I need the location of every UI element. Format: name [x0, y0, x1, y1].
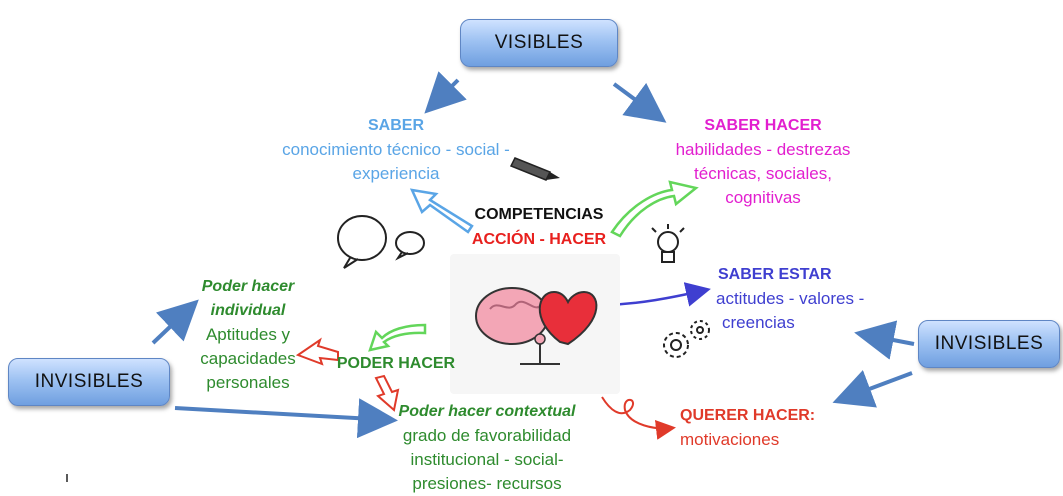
hollow-arrow-to-poder-contextual — [374, 374, 400, 412]
arrow-invisibles-to-saber-estar — [854, 320, 915, 360]
speech-bubbles-icon — [337, 215, 425, 269]
light-bulb-icon — [651, 224, 685, 263]
competencias-block: COMPETENCIAS ACCIÓN - HACER — [464, 202, 614, 252]
invisibles-left-label: INVISIBLES — [34, 371, 144, 392]
poder-contextual-line2: institucional - social- — [410, 450, 564, 469]
arrow-center-to-querer-hacer — [601, 396, 676, 440]
arrow-visibles-to-saber-hacer — [612, 82, 667, 123]
poder-individual-line1: Aptitudes y — [205, 325, 291, 344]
arrow-invisibles-to-poder-individual — [151, 299, 199, 345]
querer-hacer-block: QUERER HACER: motivaciones — [680, 404, 820, 452]
poder-individual-line3: personales — [206, 373, 290, 392]
hollow-arrow-to-saber-hacer — [610, 180, 699, 238]
saber-line1: conocimiento técnico - social - — [282, 140, 510, 159]
hollow-arrow-to-poder-individual — [295, 337, 339, 366]
saber-block: SABER conocimiento técnico - social - ex… — [266, 114, 526, 186]
saber-estar-block: SABER ESTAR actitudes - valores - creenc… — [704, 263, 894, 335]
saber-hacer-line3: cognitivas — [725, 188, 801, 207]
saber-estar-line2: creencias — [722, 313, 795, 332]
invisibles-left-callout: INVISIBLES — [8, 358, 170, 406]
arrow-invisibles-to-poder-contextual — [174, 398, 398, 439]
poder-individual-title2: individual — [210, 302, 286, 319]
poder-contextual-line3: presiones- recursos — [412, 474, 562, 493]
pencil-icon — [509, 157, 560, 181]
hollow-arrow-to-poder-hacer — [368, 323, 427, 352]
hollow-arrow-to-saber — [409, 188, 474, 234]
brain-heart-drawing — [475, 287, 598, 365]
querer-hacer-title: QUERER HACER: — [680, 407, 816, 424]
poder-individual-title1: Poder hacer — [201, 278, 295, 295]
arrow-visibles-to-saber — [424, 71, 467, 114]
visibles-callout: VISIBLES — [460, 19, 618, 67]
invisibles-right-callout: INVISIBLES — [918, 320, 1060, 368]
poder-individual-block: Poder hacer individual Aptitudes y capac… — [196, 275, 300, 395]
saber-title: SABER — [367, 117, 424, 134]
arrow-center-to-saber-estar — [604, 282, 711, 307]
saber-hacer-title: SABER HACER — [704, 117, 822, 134]
connector-arrows — [66, 71, 915, 482]
saber-estar-line1: actitudes - valores - — [716, 289, 865, 308]
poder-contextual-block: Poder hacer contextual grado de favorabi… — [392, 400, 582, 496]
competencias-title: COMPETENCIAS — [474, 206, 604, 223]
saber-line2: experiencia — [352, 164, 440, 183]
querer-hacer-line1: motivaciones — [680, 430, 780, 449]
brain-heart-illustration — [450, 254, 620, 394]
poder-contextual-line1: grado de favorabilidad — [402, 426, 572, 445]
heart-shape — [538, 290, 598, 346]
gears-icon — [663, 320, 710, 358]
poder-contextual-title: Poder hacer contextual — [398, 403, 576, 420]
saber-hacer-block: SABER HACER habilidades - destrezas técn… — [668, 114, 858, 210]
visibles-label: VISIBLES — [494, 32, 584, 53]
saber-estar-title: SABER ESTAR — [718, 266, 832, 283]
poder-individual-line2: capacidades — [200, 349, 296, 368]
poder-hacer-label: PODER HACER — [336, 355, 456, 372]
invisibles-right-label: INVISIBLES — [934, 333, 1044, 354]
saber-hacer-line1: habilidades - destrezas — [675, 140, 851, 159]
saber-hacer-line2: técnicas, sociales, — [694, 164, 832, 183]
competencias-subtitle: ACCIÓN - HACER — [471, 231, 607, 248]
arrow-invisibles-to-querer-hacer — [832, 370, 913, 408]
